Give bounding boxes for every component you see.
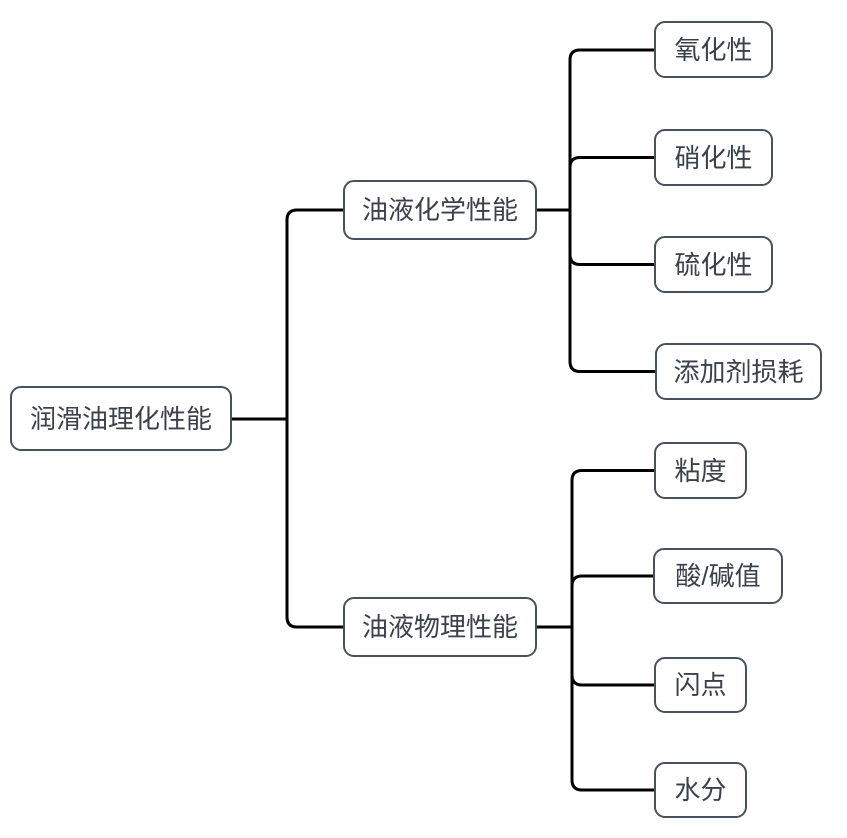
node-root-lubricant-properties[interactable]: 润滑油理化性能 <box>10 386 232 451</box>
node-water-content[interactable]: 水分 <box>654 762 747 818</box>
node-label: 氧化性 <box>674 34 753 65</box>
node-oxidation[interactable]: 氧化性 <box>654 21 773 78</box>
edge-root-to-chemical <box>285 208 343 419</box>
node-label: 粘度 <box>674 455 727 486</box>
node-label: 润滑油理化性能 <box>29 403 212 434</box>
node-label: 油液化学性能 <box>361 195 518 225</box>
node-oil-chemical-properties[interactable]: 油液化学性能 <box>343 180 537 240</box>
edge-physical-to-flash-point <box>570 627 656 687</box>
edge-root-to-physical <box>285 419 343 629</box>
node-label: 添加剂损耗 <box>673 356 804 387</box>
node-label: 油液物理性能 <box>361 612 518 642</box>
node-acid-base-value[interactable]: 酸/碱值 <box>653 548 783 604</box>
node-additive-loss[interactable]: 添加剂损耗 <box>655 343 822 400</box>
edge-physical-to-viscosity <box>570 469 656 627</box>
node-label: 水分 <box>674 775 727 805</box>
node-label: 酸/碱值 <box>675 561 761 591</box>
edge-chemical-to-additive-loss <box>568 210 657 373</box>
node-label: 硫化性 <box>674 249 753 280</box>
node-label: 硝化性 <box>674 142 753 173</box>
node-flash-point[interactable]: 闪点 <box>654 657 747 713</box>
node-viscosity[interactable]: 粘度 <box>654 442 747 499</box>
edge-chemical-to-oxidation <box>568 48 656 210</box>
node-nitration[interactable]: 硝化性 <box>654 129 773 186</box>
node-oil-physical-properties[interactable]: 油液物理性能 <box>343 597 537 657</box>
edge-chemical-to-nitration <box>568 156 656 210</box>
edge-chemical-to-sulfation <box>568 210 656 266</box>
node-sulfation[interactable]: 硫化性 <box>654 236 773 293</box>
edge-physical-to-water-content <box>570 627 656 792</box>
edge-physical-to-acid-base <box>570 574 655 627</box>
node-label: 闪点 <box>674 670 727 700</box>
